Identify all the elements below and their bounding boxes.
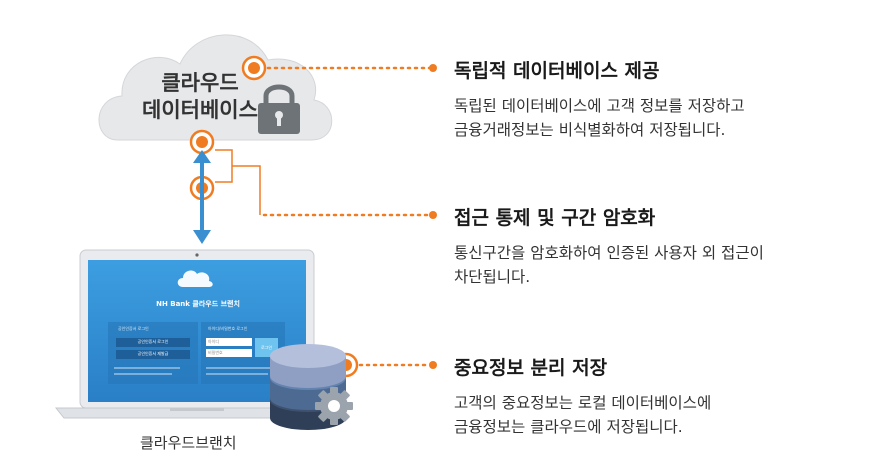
lock-icon — [258, 84, 300, 134]
cloud-label-line1: 클라우드 — [161, 71, 239, 95]
feature-2-desc-line2: 차단됩니다. — [454, 268, 531, 286]
gear-icon — [315, 387, 353, 425]
screen-pw-field[interactable]: 비밀번호 — [208, 350, 223, 355]
cloud-label-line2: 데이터베이스 — [142, 98, 258, 122]
feature-2-desc-line1: 통신구간을 암호화하여 인증된 사용자 외 접근이 — [454, 244, 764, 262]
screen-brand: NH Bank 클라우드 브랜치 — [156, 300, 240, 308]
screen-id-field[interactable]: 아이디 — [208, 339, 220, 344]
screen-login-button[interactable]: 로그인 — [260, 345, 273, 350]
feature-2-title: 접근 통제 및 구간 암호화 — [454, 207, 656, 229]
dotted-leader-1 — [266, 64, 437, 72]
double-arrow — [193, 150, 211, 244]
target-marker-upper — [189, 129, 215, 155]
bracket-connector — [215, 149, 261, 215]
feature-1-desc-line1: 독립된 데이터베이스에 고객 정보를 저장하고 — [454, 97, 745, 115]
target-marker-cloud — [241, 55, 267, 81]
feature-1-desc-line2: 금융거래정보는 비식별화하여 저장됩니다. — [454, 121, 726, 139]
screen-left-title: 공인인증서 로그인 — [118, 326, 149, 331]
dotted-leader-3 — [358, 361, 437, 369]
dotted-leader-2 — [262, 211, 437, 219]
feature-1-title: 독립적 데이터베이스 제공 — [454, 60, 660, 82]
feature-3-title: 중요정보 분리 저장 — [454, 357, 608, 379]
cloud-label: 클라우드 데이터베이스 — [120, 70, 280, 124]
feature-3-desc-line2: 금융정보는 클라우드에 저장됩니다. — [454, 418, 683, 436]
laptop — [54, 249, 340, 419]
screen-left-btn2[interactable]: 공인인증서 재발급 — [137, 351, 169, 356]
screen-left-btn1[interactable]: 공인인증서 로그인 — [137, 339, 169, 344]
feature-3-desc-line1: 고객의 중요정보는 로컬 데이터베이스에 — [454, 394, 712, 412]
screen-right-title: 아이디/비밀번호 로그인 — [208, 326, 248, 331]
branch-caption: 클라우드브랜치 — [140, 434, 237, 452]
